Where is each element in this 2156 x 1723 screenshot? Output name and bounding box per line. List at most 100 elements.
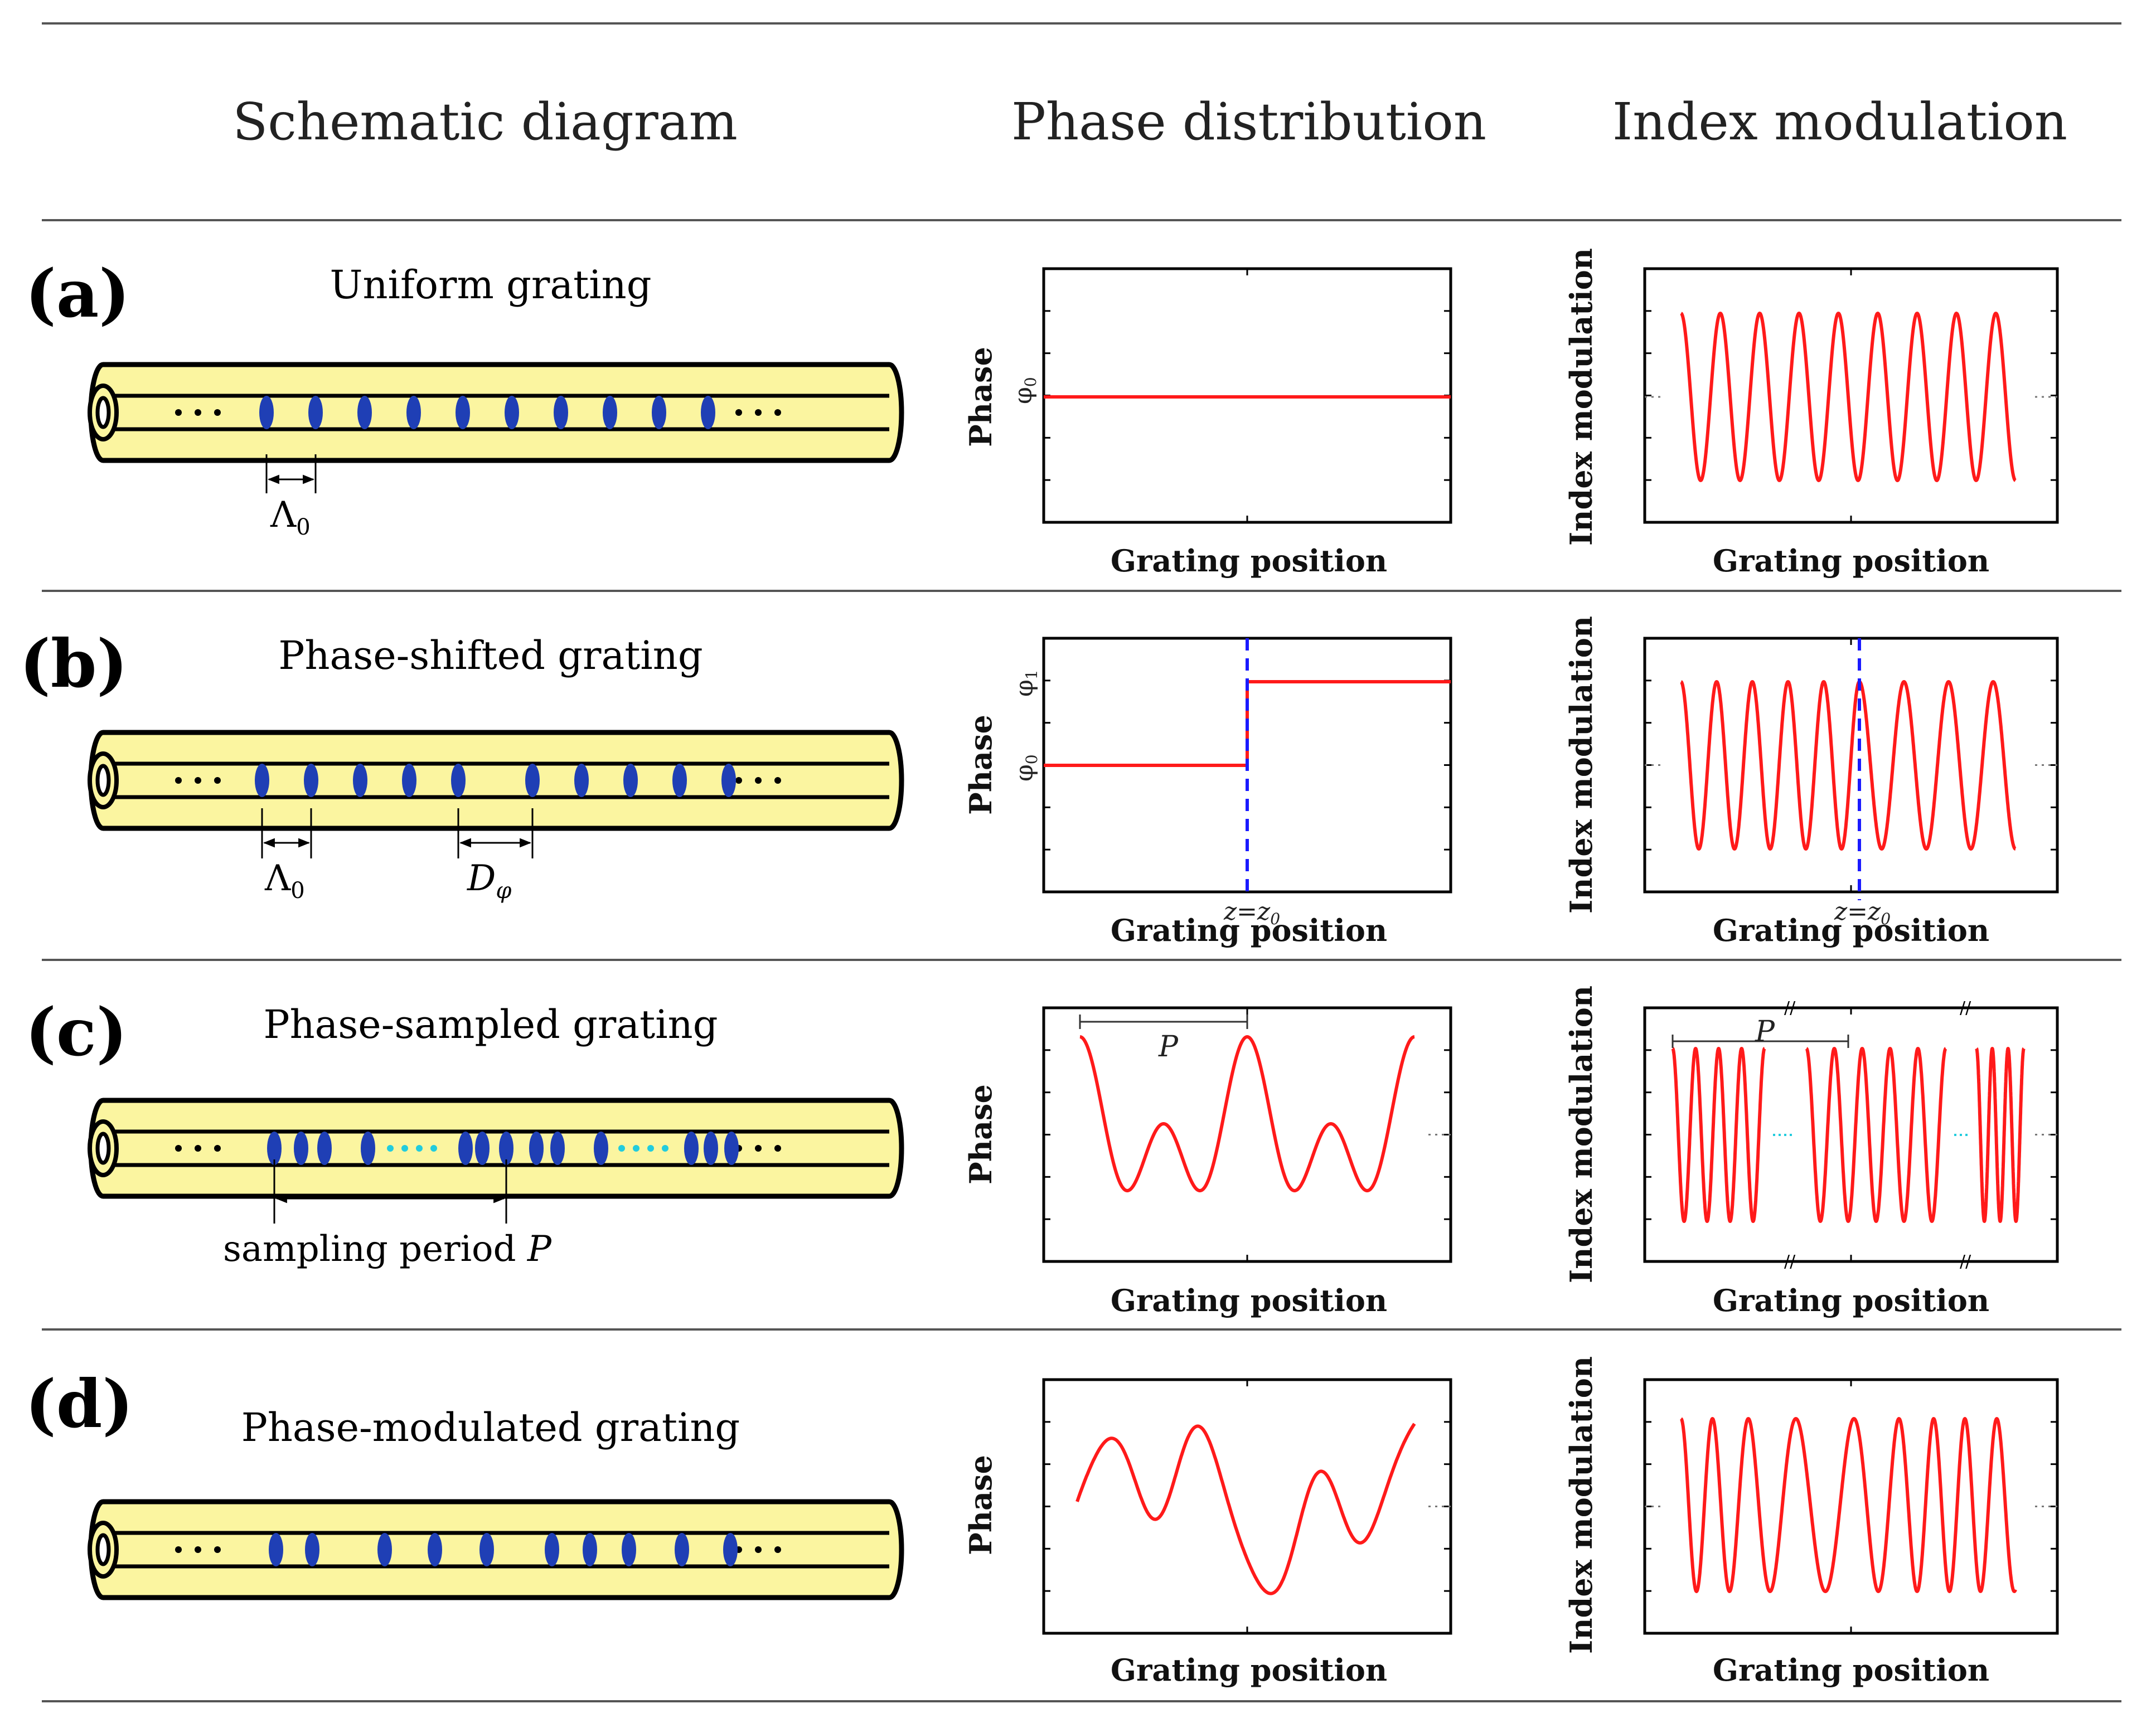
phase-plot-sampled bbox=[1042, 1006, 1452, 1263]
title-uniform: Uniform grating bbox=[330, 262, 651, 308]
index-xlabel-c: Grating position bbox=[1713, 1283, 1989, 1318]
table-rules bbox=[42, 22, 2121, 1702]
fiber-cladding bbox=[88, 730, 904, 831]
ellipsis-dot bbox=[755, 409, 762, 416]
fiber-annotations: Λ0 Λ0 Dφ sampling period P bbox=[223, 454, 552, 1270]
grating-mark bbox=[456, 396, 470, 429]
grating-mark bbox=[377, 1533, 392, 1566]
index-xlabel-d: Grating position bbox=[1713, 1652, 1989, 1688]
title-phase-sampled: Phase-sampled grating bbox=[263, 1002, 718, 1047]
phase-plot-shifted bbox=[1042, 637, 1452, 894]
grating-mark bbox=[357, 396, 372, 429]
header-phase: Phase distribution bbox=[1011, 92, 1486, 152]
grating-mark bbox=[505, 396, 519, 429]
ellipsis-dot bbox=[195, 409, 201, 416]
fiber-phase-sampled bbox=[88, 1098, 904, 1199]
ellipsis-dot bbox=[774, 409, 781, 416]
row-labels: (a) (b) (c) (d) Uniform grating Phase-sh… bbox=[20, 255, 740, 1450]
grating-mark bbox=[684, 1132, 699, 1165]
fiber-cladding bbox=[88, 1499, 904, 1600]
row-letter-b: (b) bbox=[20, 625, 128, 702]
sampling-gap-dot bbox=[401, 1145, 408, 1152]
ellipsis-dot bbox=[214, 1145, 221, 1152]
title-phase-modulated: Phase-modulated grating bbox=[241, 1405, 740, 1450]
ellipsis-dot bbox=[175, 1145, 182, 1152]
table-header: Schematic diagram Phase distribution Ind… bbox=[232, 92, 2067, 152]
grating-mark bbox=[402, 764, 416, 797]
index-plot-sampled: //////// bbox=[1643, 998, 2059, 1271]
phase-plot-uniform bbox=[1042, 267, 1452, 524]
grating-mark bbox=[594, 1132, 608, 1165]
grating-mark bbox=[499, 1132, 513, 1165]
grating-mark bbox=[458, 1132, 473, 1165]
index-plot-shifted bbox=[1643, 637, 2059, 900]
index-z-marker-b: z=z0 bbox=[1834, 897, 1891, 928]
fiber-end-core bbox=[95, 1533, 111, 1566]
phase-tick-phi1-b: φ1 bbox=[1010, 669, 1041, 697]
index-curve-segment bbox=[1975, 1047, 2026, 1223]
grating-mark bbox=[675, 1533, 689, 1566]
grating-mark bbox=[622, 1533, 636, 1566]
fiber-cladding bbox=[88, 362, 904, 463]
index-ylabel-a: Index modulation bbox=[1563, 248, 1599, 546]
phase-ylabel-a: Phase bbox=[963, 347, 999, 447]
sampling-gap-dot bbox=[633, 1145, 639, 1152]
index-plot-modulated bbox=[1643, 1378, 2059, 1635]
fiber-phase-modulated bbox=[88, 1499, 904, 1600]
sampling-gap-dot bbox=[430, 1145, 437, 1152]
sampling-gap-dot bbox=[387, 1145, 394, 1152]
ellipsis-dot bbox=[735, 409, 742, 416]
phase-z-marker-b: z=z0 bbox=[1223, 897, 1280, 928]
plots: //////// bbox=[1042, 267, 2059, 1635]
ellipsis-dot bbox=[175, 1546, 182, 1553]
grating-mark bbox=[267, 1132, 282, 1165]
fiber-phase-shifted bbox=[88, 730, 904, 831]
index-curve bbox=[1680, 312, 2017, 482]
index-curve-segment bbox=[1671, 1047, 1766, 1223]
grating-mark bbox=[583, 1533, 597, 1566]
grating-mark bbox=[475, 1132, 490, 1165]
grating-mark bbox=[269, 1533, 283, 1566]
ellipsis-dot bbox=[175, 409, 182, 416]
phase-curve bbox=[1079, 1035, 1416, 1192]
axis-break-mark: // bbox=[1784, 998, 1796, 1018]
phase-plot-modulated bbox=[1042, 1378, 1452, 1635]
grating-mark bbox=[406, 396, 421, 429]
grating-mark bbox=[623, 764, 638, 797]
phase-tick-phi0-a: φ0 bbox=[1009, 377, 1040, 404]
axis-break-mark: // bbox=[1960, 1252, 1971, 1271]
phase-xlabel-c: Grating position bbox=[1111, 1283, 1387, 1318]
index-p-label-c: P bbox=[1755, 1015, 1775, 1049]
plot-annotations: φ0 φ1 φ0 z=z0 z=z0 P P bbox=[1009, 377, 1891, 1064]
ellipsis-dot bbox=[774, 1145, 781, 1152]
plot-frame bbox=[1042, 1378, 1452, 1635]
fiber-end-core bbox=[95, 1132, 111, 1165]
ellipsis-dot bbox=[195, 1546, 201, 1553]
period-label-a: Λ0 bbox=[270, 494, 311, 540]
ellipsis-dot bbox=[175, 777, 182, 784]
grating-mark bbox=[724, 1132, 739, 1165]
grating-mark bbox=[361, 1132, 375, 1165]
ellipsis-dot bbox=[755, 777, 762, 784]
phase-ylabel-d: Phase bbox=[963, 1455, 999, 1555]
header-schematic: Schematic diagram bbox=[232, 92, 738, 152]
index-xlabel-b: Grating position bbox=[1713, 913, 1989, 948]
phase-curve bbox=[1075, 1423, 1416, 1595]
shift-label-b: Dφ bbox=[467, 858, 511, 904]
fiber-uniform bbox=[88, 362, 904, 463]
ellipsis-dot bbox=[214, 777, 221, 784]
index-plot-uniform bbox=[1643, 267, 2059, 524]
ellipsis-dot bbox=[774, 777, 781, 784]
header-index: Index modulation bbox=[1612, 92, 2067, 152]
grating-mark bbox=[723, 1533, 738, 1566]
grating-mark bbox=[308, 396, 323, 429]
grating-mark bbox=[255, 764, 269, 797]
grating-mark bbox=[704, 1132, 718, 1165]
title-phase-shifted: Phase-shifted grating bbox=[278, 633, 702, 678]
phase-tick-phi0-b: φ0 bbox=[1010, 754, 1041, 782]
period-label-b: Λ0 bbox=[264, 858, 305, 904]
grating-mark bbox=[529, 1132, 544, 1165]
fiber-end-core bbox=[95, 764, 111, 797]
ellipsis-dot bbox=[755, 1145, 762, 1152]
